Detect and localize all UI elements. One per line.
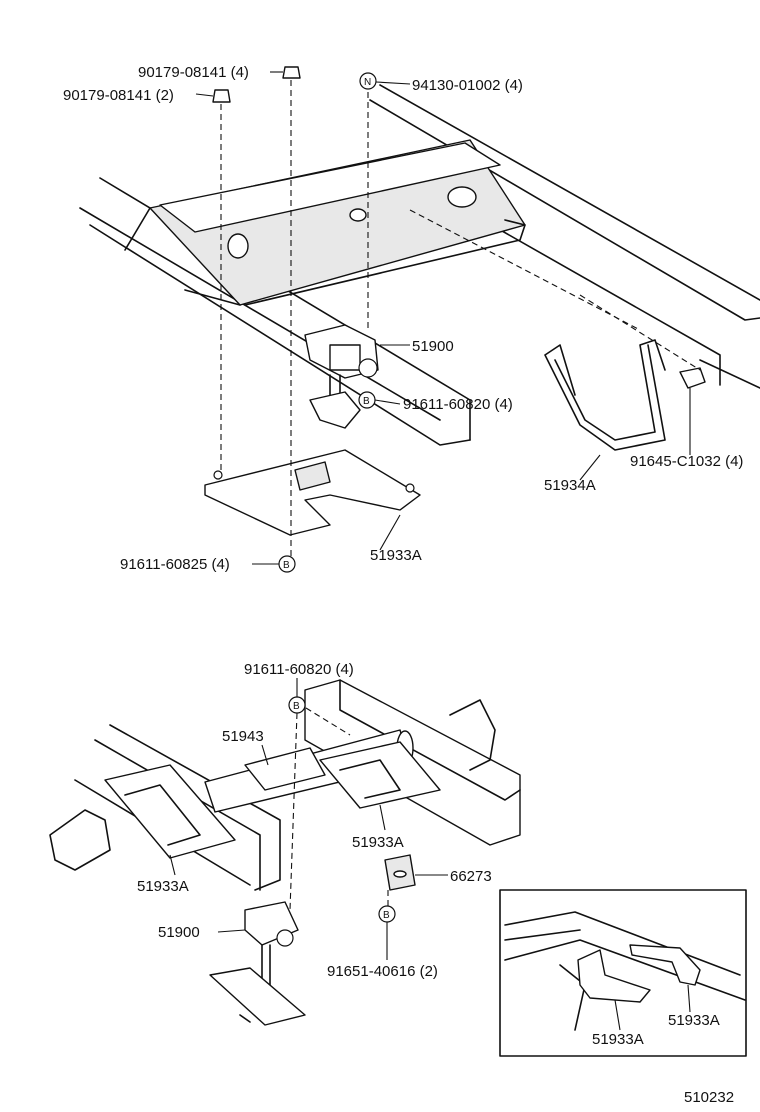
inset-leader-rear — [687, 984, 691, 1013]
callout-b-code-3: B — [293, 701, 300, 712]
label-bolt-top-bottom: 91611-60820 (4) — [244, 661, 354, 678]
leader-51934a — [579, 454, 601, 481]
wheel-stub — [49, 809, 111, 871]
frame-rail-left-lower — [89, 224, 471, 446]
label-inset-rear: 51933A — [668, 1012, 720, 1029]
cross-member-hole-1 — [447, 186, 477, 208]
nut-90179-2 — [212, 89, 231, 103]
callout-b-code-4: B — [383, 910, 390, 921]
leader-n — [375, 81, 411, 85]
tube-stub — [449, 699, 496, 771]
label-bolt-clip: 91651-40616 (2) — [327, 963, 438, 980]
leader-51900-bottom — [217, 929, 246, 933]
label-51943: 51943 — [222, 728, 264, 745]
bracket-51943 — [244, 747, 326, 791]
bracket-51934a — [544, 339, 666, 451]
plate-51933a-top — [204, 449, 421, 536]
cross-member-top — [159, 142, 501, 233]
plate-bolt-1 — [213, 470, 223, 480]
top-assembly: 90179-08141 (4) 90179-08141 (2) N 94130-… — [63, 64, 760, 573]
bottom-assembly: 91611-60820 (4) B 51943 51933A 51933A 66… — [49, 661, 521, 1026]
plate-tab — [294, 461, 331, 491]
plate-51933a-bottom-left-rib — [124, 784, 201, 846]
bottom-leader-1 — [289, 712, 298, 911]
label-nut-2: 90179-08141 (2) — [63, 87, 174, 104]
plate-51933a-bottom-right — [319, 741, 441, 809]
callout-n-circle — [359, 72, 377, 90]
label-n-part: 94130-01002 (4) — [412, 77, 523, 94]
inset-leader-front — [614, 999, 621, 1031]
nut-90179-4 — [282, 66, 301, 79]
leader-nut-2 — [195, 93, 214, 97]
callout-b-code-2: B — [283, 560, 290, 571]
frame-rail-right-lower — [429, 189, 760, 389]
diagram-number: 510232 — [684, 1089, 734, 1106]
plate-51933a-bottom-left — [104, 764, 236, 859]
cross-member-flange — [124, 207, 526, 306]
label-66273: 66273 — [450, 868, 492, 885]
plate-bolt-2 — [405, 483, 415, 493]
frame-rail-right — [369, 84, 760, 321]
inset-frame — [499, 889, 747, 1057]
callout-b-code-1: B — [363, 396, 370, 407]
inset-rail — [504, 911, 746, 1031]
label-bolt-bracket: 91645-C1032 (4) — [630, 453, 743, 470]
label-plate-top: 51933A — [370, 547, 422, 564]
frame-rail-bottom-right-edge — [339, 679, 521, 801]
rail-hidden-line — [409, 209, 641, 331]
label-bolt-carrier: 91611-60820 (4) — [403, 396, 513, 413]
leader-plate-left — [169, 854, 176, 876]
bracket-leader — [579, 294, 701, 371]
leader-51943 — [261, 744, 269, 766]
label-plate-right-bottom: 51933A — [352, 834, 404, 851]
leader-51933a — [379, 514, 401, 551]
clip-hole — [393, 870, 407, 878]
callout-n-code: N — [364, 77, 371, 88]
bolt-91645 — [679, 367, 706, 389]
plate-51933a-bottom-right-rib — [339, 759, 401, 799]
spare-carrier-top — [304, 324, 379, 429]
label-nut-4: 90179-08141 (4) — [138, 64, 249, 81]
bottom-leader-2 — [305, 707, 351, 736]
label-bracket-a: 51934A — [544, 477, 596, 494]
spare-carrier-bottom — [209, 901, 306, 1026]
inset-plate-rear — [629, 944, 701, 986]
label-plate-left-bottom: 51933A — [137, 878, 189, 895]
inset-plate-front — [577, 949, 651, 1003]
label-bolt-plate: 91611-60825 (4) — [120, 556, 230, 573]
leader-plate-right — [379, 804, 386, 831]
inset-detail: 51933A 51933A — [499, 889, 747, 1057]
cross-member-hole-3 — [227, 233, 249, 259]
label-carrier-bottom: 51900 — [158, 924, 200, 941]
label-inset-front: 51933A — [592, 1031, 644, 1048]
label-carrier-top: 51900 — [412, 338, 454, 355]
leader-91611-60820 — [374, 399, 401, 405]
cross-member-hole-2 — [349, 208, 367, 222]
